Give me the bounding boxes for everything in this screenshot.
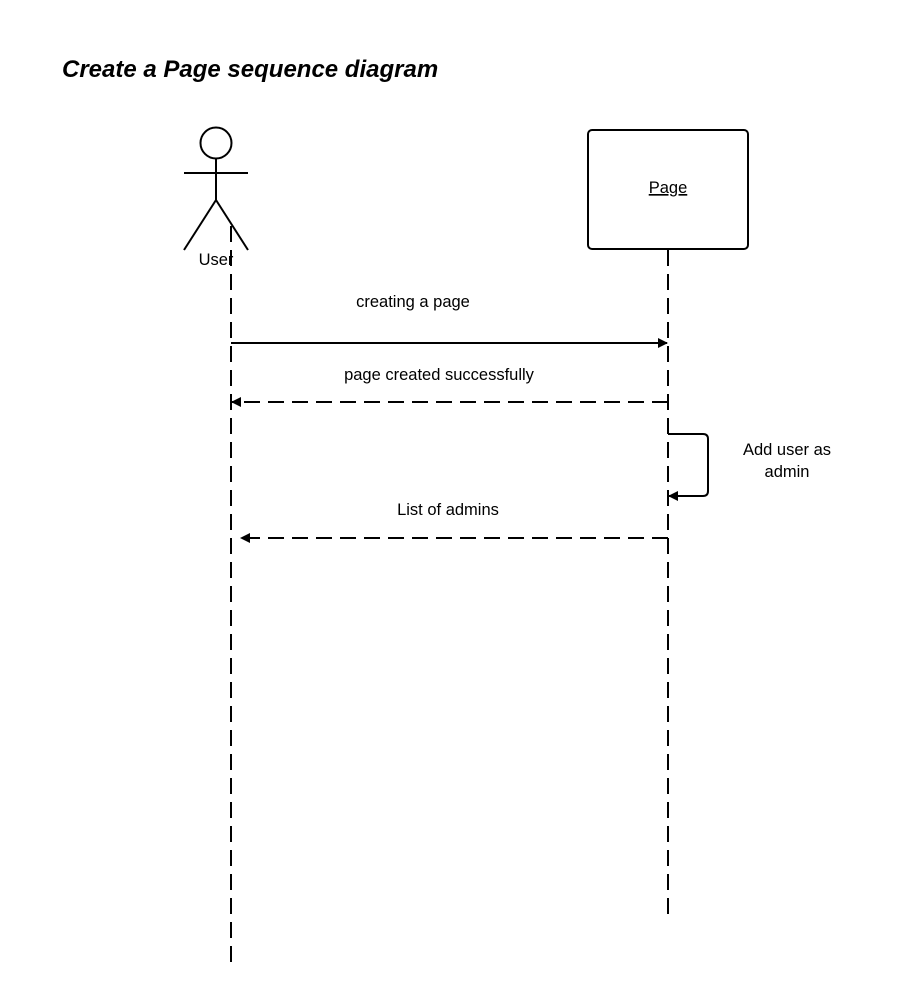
message-arrow-add-user-admin — [668, 433, 709, 501]
message-label-add-user-admin-line2: admin — [765, 463, 810, 481]
user-actor-label: User — [199, 251, 234, 269]
page-object-label: Page — [649, 179, 688, 197]
message-label-page-created: page created successfully — [344, 366, 535, 384]
message-label-add-user-admin-line1: Add user as — [743, 441, 831, 459]
page-object-box — [587, 129, 749, 250]
diagram-title: Create a Page sequence diagram — [62, 56, 439, 83]
message-label-list-of-admins: List of admins — [397, 501, 499, 519]
user-actor-icon — [183, 126, 249, 251]
message-label-creating-page: creating a page — [356, 293, 470, 311]
